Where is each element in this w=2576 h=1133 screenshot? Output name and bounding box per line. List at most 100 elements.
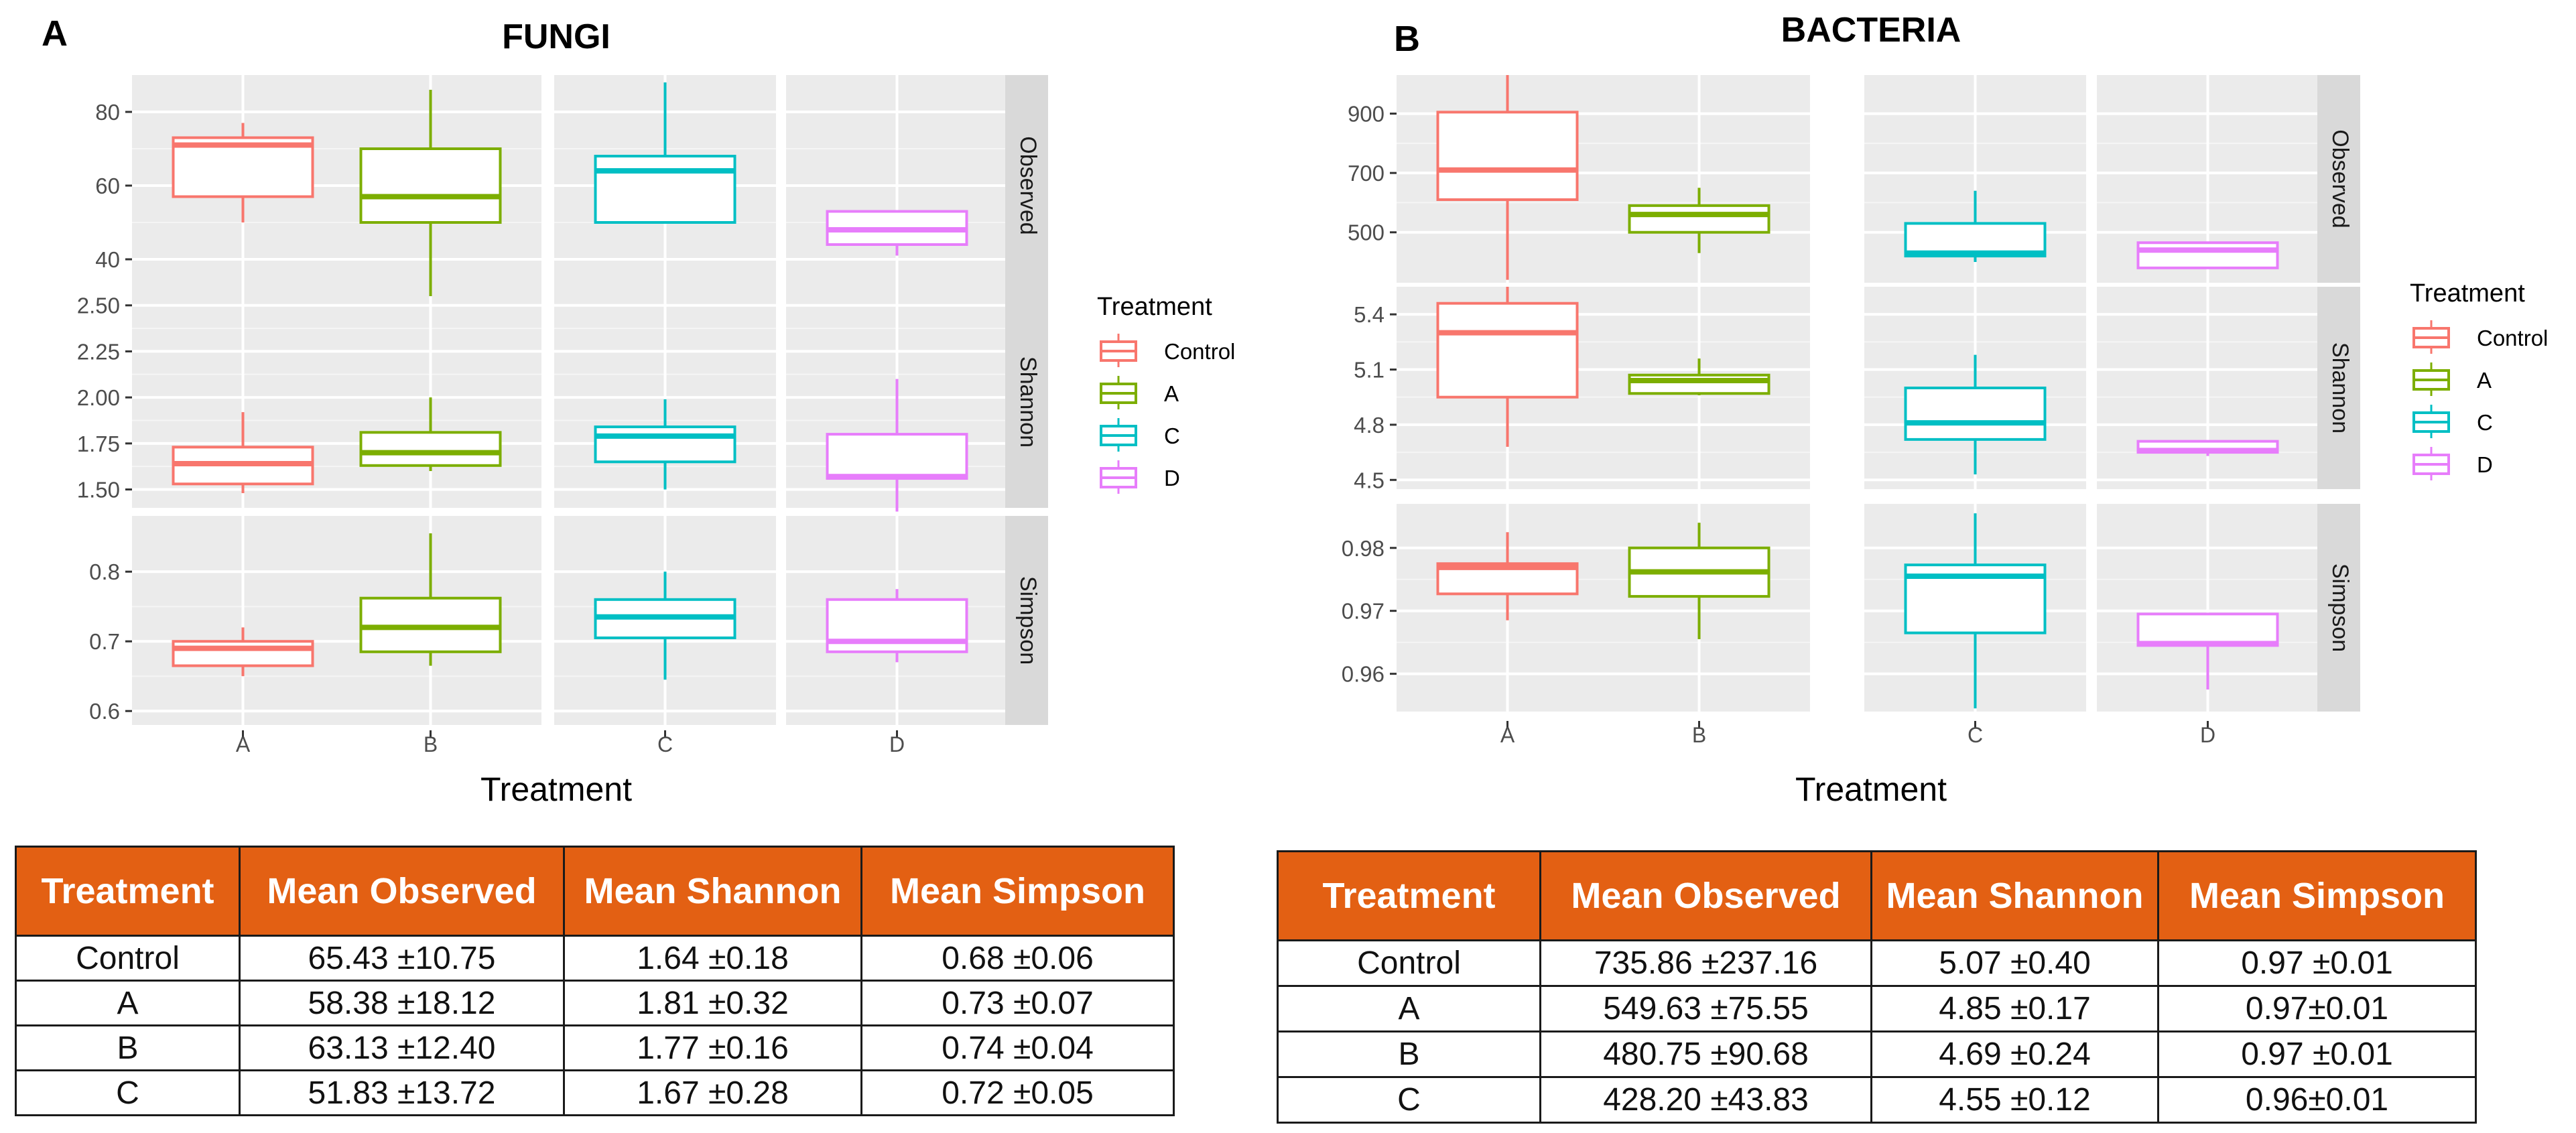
x-tick-label: C xyxy=(1968,723,1983,747)
table-cell: 0.97 ±0.01 xyxy=(2157,939,2477,987)
y-tick-label: 60 xyxy=(95,174,120,198)
table-cell: C xyxy=(15,1069,241,1116)
legend-label: Control xyxy=(2477,326,2548,350)
box-d xyxy=(826,210,968,256)
fungi-summary-table: Treatment Mean Observed Mean Shannon Mea… xyxy=(15,846,1175,1116)
header-treatment: Treatment xyxy=(1277,850,1541,941)
box-c xyxy=(594,572,736,680)
facet-strip xyxy=(2317,287,2360,489)
box-a xyxy=(1628,188,1770,253)
table-cell: 65.43 ±10.75 xyxy=(239,935,565,982)
y-tick-label: 700 xyxy=(1348,161,1384,186)
table-cell: 0.68 ±0.06 xyxy=(860,935,1175,982)
y-tick-label: 1.75 xyxy=(77,431,120,456)
x-tick-label: A xyxy=(1500,723,1515,747)
legend-title: Treatment xyxy=(1097,293,1212,321)
box-iqr xyxy=(2136,612,2279,647)
box-c xyxy=(594,399,736,490)
box-c xyxy=(1904,190,2047,262)
table-cell: 0.97 ±0.01 xyxy=(2157,1030,2477,1078)
box-iqr xyxy=(1628,373,1770,395)
header-mean-shannon: Mean Shannon xyxy=(1870,850,2159,941)
facet-strip-label: Shannon xyxy=(2327,342,2353,434)
y-tick-label: 4.5 xyxy=(1354,468,1384,492)
box-iqr xyxy=(1436,302,1579,399)
box-control xyxy=(1436,75,1579,280)
box-a xyxy=(359,533,502,666)
table-cell: A xyxy=(15,980,241,1026)
y-tick-label: 5.4 xyxy=(1354,302,1384,327)
table-cell: 480.75 ±90.68 xyxy=(1539,1030,1872,1078)
table-cell: 0.97±0.01 xyxy=(2157,985,2477,1032)
box-iqr xyxy=(359,147,502,224)
legend-label: Control xyxy=(1164,339,1235,364)
table-cell: 428.20 ±43.83 xyxy=(1539,1076,1872,1124)
table-cell: 1.64 ±0.18 xyxy=(563,935,862,982)
table-row: B 63.13 ±12.40 1.77 ±0.16 0.74 ±0.04 xyxy=(15,1024,1175,1071)
y-tick-label: 80 xyxy=(95,100,120,125)
box-d xyxy=(826,379,968,512)
table-cell: 5.07 ±0.40 xyxy=(1870,939,2159,987)
facet-strip-label: Shannon xyxy=(1015,356,1041,448)
table-cell: 0.96±0.01 xyxy=(2157,1076,2477,1124)
y-tick-label: 0.7 xyxy=(89,629,120,654)
box-a xyxy=(1628,523,1770,639)
header-treatment: Treatment xyxy=(15,846,241,937)
y-tick-label: 2.00 xyxy=(77,385,120,410)
box-control xyxy=(172,627,314,677)
panel-label: B xyxy=(1394,19,1420,59)
header-mean-observed: Mean Observed xyxy=(1539,850,1872,941)
facet-strip xyxy=(2317,504,2360,712)
table-header-row: Treatment Mean Observed Mean Shannon Mea… xyxy=(15,846,1175,937)
box-c xyxy=(594,82,736,224)
x-tick-label: B xyxy=(424,732,438,756)
y-tick-label: 4.8 xyxy=(1354,413,1384,438)
facet-strip xyxy=(2317,75,2360,283)
facet-strip xyxy=(1005,516,1048,725)
table-cell: 4.55 ±0.12 xyxy=(1870,1076,2159,1124)
box-iqr xyxy=(1904,387,2047,441)
box-d xyxy=(2136,241,2279,269)
y-tick-label: 0.96 xyxy=(1342,662,1384,687)
box-iqr xyxy=(2136,241,2279,269)
box-iqr xyxy=(1436,111,1579,201)
box-control xyxy=(172,123,314,222)
legend-label: C xyxy=(1164,423,1180,448)
facet-strip xyxy=(1005,296,1048,508)
table-cell: B xyxy=(15,1024,241,1071)
chart-title: BACTERIA xyxy=(1781,11,1961,50)
box-a xyxy=(1628,358,1770,395)
y-tick-label: 0.98 xyxy=(1342,536,1384,561)
y-tick-label: 5.1 xyxy=(1354,358,1384,383)
legend-title: Treatment xyxy=(2410,279,2525,308)
facet-strip xyxy=(1005,75,1048,296)
table-cell: 0.73 ±0.07 xyxy=(860,980,1175,1026)
box-a xyxy=(359,90,502,300)
box-d xyxy=(2136,440,2279,456)
x-tick-label: C xyxy=(657,732,673,756)
facet-strip-label: Observed xyxy=(2327,129,2353,228)
table-cell: 4.85 ±0.17 xyxy=(1870,985,2159,1032)
box-control xyxy=(1436,287,1579,447)
box-d xyxy=(826,589,968,663)
box-control xyxy=(1436,532,1579,620)
table-header-row: Treatment Mean Observed Mean Shannon Mea… xyxy=(1277,850,2477,941)
panel-label: A xyxy=(42,13,68,54)
table-row: A 58.38 ±18.12 1.81 ±0.32 0.73 ±0.07 xyxy=(15,980,1175,1026)
box-d xyxy=(2136,612,2279,690)
table-row: B 480.75 ±90.68 4.69 ±0.24 0.97 ±0.01 xyxy=(1277,1030,2477,1078)
legend-label: D xyxy=(2477,452,2493,477)
table-cell: 0.74 ±0.04 xyxy=(860,1024,1175,1071)
table-cell: 4.69 ±0.24 xyxy=(1870,1030,2159,1078)
table-row: Control 735.86 ±237.16 5.07 ±0.40 0.97 ±… xyxy=(1277,939,2477,987)
legend-label: A xyxy=(1164,381,1179,406)
box-iqr xyxy=(594,425,736,464)
x-axis-title: Treatment xyxy=(480,771,632,808)
box-control xyxy=(172,412,314,494)
